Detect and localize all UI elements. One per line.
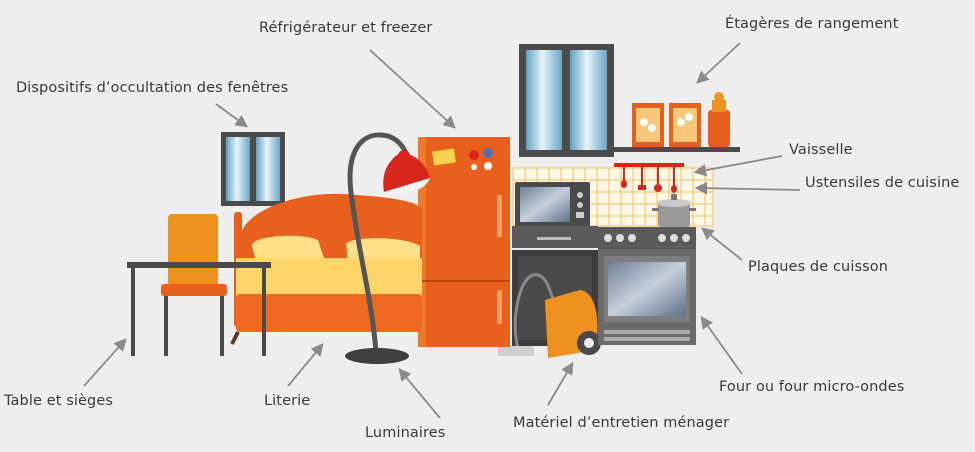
oven-icon	[598, 227, 696, 345]
fridge-icon	[418, 137, 510, 347]
storage-shelf-icon	[612, 92, 740, 152]
arrow-hobs	[701, 227, 743, 261]
arrow-window-covering	[215, 103, 249, 128]
label-utensils: Ustensiles de cuisine	[805, 175, 960, 191]
kitchen-window-icon	[519, 44, 614, 157]
label-hobs: Plaques de cuisson	[748, 259, 889, 275]
label-shelves: Étagères de rangement	[725, 16, 899, 32]
label-dishes: Vaisselle	[789, 142, 853, 158]
arrow-table-chairs	[83, 338, 127, 387]
label-refrigerator: Réfrigérateur et freezer	[259, 20, 433, 36]
arrow-cleaning	[547, 361, 574, 406]
label-window-covering: Dispositifs d’occultation des fenêtres	[16, 80, 289, 96]
microwave-icon	[515, 182, 590, 227]
arrow-bedding	[287, 343, 324, 387]
arrow-utensils	[694, 181, 801, 195]
arrow-shelves	[696, 42, 741, 84]
label-cleaning: Matériel d’entretien ménager	[513, 415, 730, 431]
label-oven: Four ou four micro-ondes	[719, 379, 905, 395]
table-icon	[127, 262, 271, 356]
utensil-rail-icon	[614, 163, 684, 193]
bed-icon	[230, 193, 422, 345]
label-lighting: Luminaires	[365, 425, 446, 441]
arrow-refrigerator	[369, 49, 456, 129]
label-table-chairs: Table et sièges	[4, 393, 114, 409]
vacuum-cleaner-icon	[498, 273, 601, 358]
bedroom-window-icon	[221, 132, 285, 206]
arrow-dishes	[693, 155, 783, 177]
label-bedding: Literie	[264, 393, 311, 409]
drawer-handle	[537, 237, 571, 240]
floor-lamp-icon	[345, 132, 430, 364]
cooking-pot-icon	[652, 194, 696, 227]
chair-icon	[161, 214, 227, 356]
arrow-lighting	[398, 368, 441, 419]
arrow-oven	[700, 315, 743, 375]
callout-arrows	[83, 42, 801, 419]
